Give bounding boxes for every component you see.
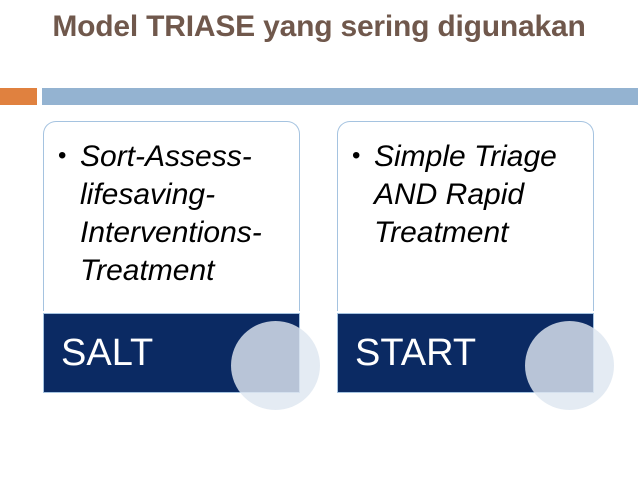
card-start-bullet-list: Simple Triage AND Rapid Treatment	[338, 122, 593, 252]
accent-bar-blue	[42, 88, 638, 105]
card-start: Simple Triage AND Rapid Treatment START	[337, 121, 594, 393]
card-salt-body: Sort-Assess-lifesaving-Interventions-Tre…	[43, 121, 300, 311]
card-start-label: START	[337, 313, 594, 393]
card-salt-label: SALT	[43, 313, 300, 393]
card-start-body: Simple Triage AND Rapid Treatment	[337, 121, 594, 311]
card-salt-bullet-list: Sort-Assess-lifesaving-Interventions-Tre…	[44, 122, 299, 290]
accent-bar-orange	[0, 88, 37, 105]
page-title: Model TRIASE yang sering digunakan	[52, 10, 586, 43]
list-item: Simple Triage AND Rapid Treatment	[348, 137, 585, 252]
card-salt: Sort-Assess-lifesaving-Interventions-Tre…	[43, 121, 300, 393]
list-item: Sort-Assess-lifesaving-Interventions-Tre…	[54, 137, 291, 290]
